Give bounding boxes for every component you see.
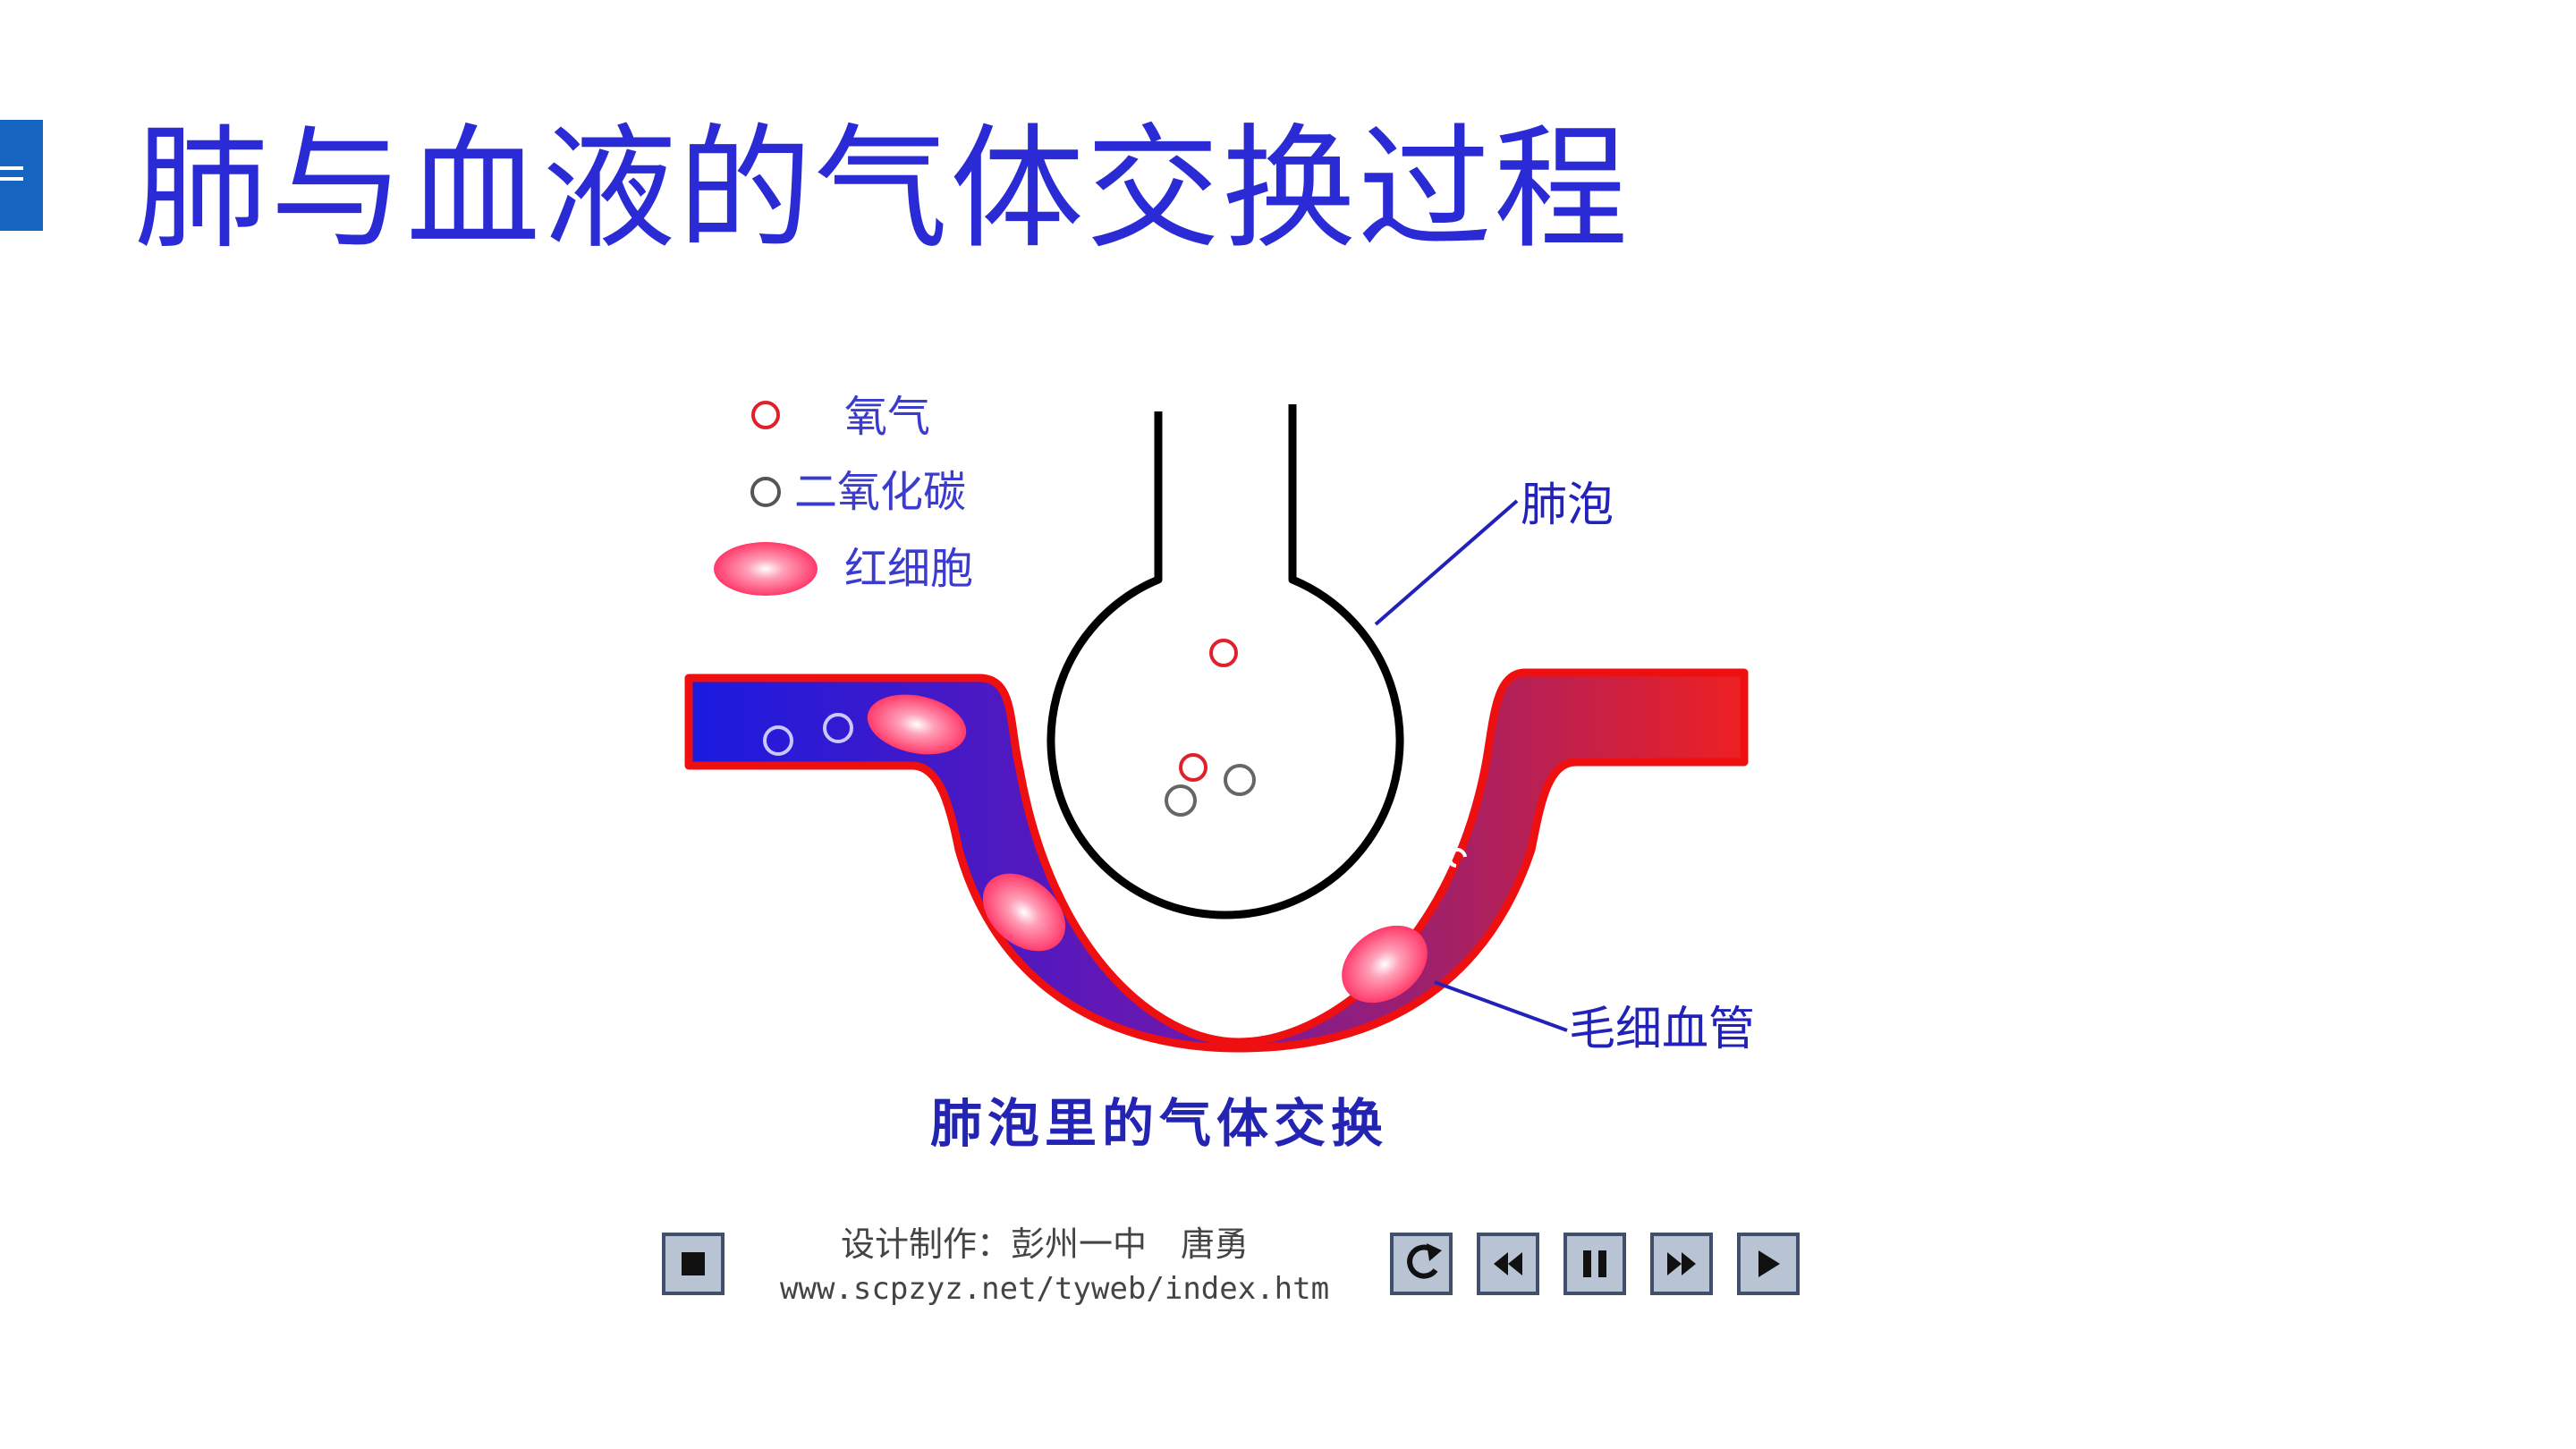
- rewind-icon: [1407, 1244, 1438, 1279]
- back-icon: [1494, 1252, 1508, 1275]
- pause-button[interactable]: [1563, 1233, 1626, 1295]
- legend-rbc-label: 红细胞: [844, 544, 973, 594]
- alveolus-leader-line: [1374, 499, 1519, 626]
- rewind-button[interactable]: [1390, 1233, 1453, 1295]
- capillary-vessel: [684, 668, 1749, 1053]
- credit-url: www.scpzyz.net/tyweb/index.htm: [780, 1271, 1329, 1307]
- accent-bar: [0, 120, 43, 231]
- co2-molecule: [1224, 764, 1256, 796]
- diagram-caption: 肺泡里的气体交换: [930, 1093, 1388, 1154]
- legend-co2-label: 二氧化碳: [794, 467, 966, 517]
- back-button[interactable]: [1477, 1233, 1539, 1295]
- oxygen-molecule: [1179, 753, 1208, 782]
- alveolus-label: 肺泡: [1521, 479, 1614, 532]
- stop-icon: [682, 1252, 705, 1275]
- capillary-leader-line: [1434, 980, 1568, 1032]
- rbc-legend-icon: [714, 542, 818, 596]
- oxygen-particle: [1447, 848, 1467, 868]
- red-blood-cell: [982, 873, 1066, 952]
- red-blood-cell: [867, 694, 967, 755]
- legend: 氧气 二氧化碳 红细胞: [714, 392, 973, 596]
- legend-oxygen-label: 氧气: [844, 392, 930, 442]
- oxygen-legend-icon: [751, 401, 780, 429]
- co2-particle: [763, 725, 793, 756]
- co2-particle: [823, 713, 853, 743]
- red-blood-cell: [1342, 925, 1428, 1004]
- stop-button[interactable]: [662, 1233, 724, 1295]
- play-button[interactable]: [1737, 1233, 1800, 1295]
- capillary-label: 毛细血管: [1569, 1003, 1755, 1056]
- page-title: 肺与血液的气体交换过程: [134, 112, 1631, 267]
- menu-lines-icon: [0, 166, 23, 181]
- forward-button[interactable]: [1650, 1233, 1713, 1295]
- credit-line: 设计制作：彭州一中 唐勇: [841, 1224, 1249, 1264]
- alveolus: [1046, 404, 1404, 919]
- forward-icon: [1667, 1252, 1682, 1275]
- co2-molecule: [1165, 784, 1197, 817]
- play-icon: [1758, 1250, 1780, 1277]
- co2-legend-icon: [750, 477, 781, 507]
- oxygen-molecule: [1209, 639, 1238, 667]
- pause-icon: [1583, 1250, 1591, 1277]
